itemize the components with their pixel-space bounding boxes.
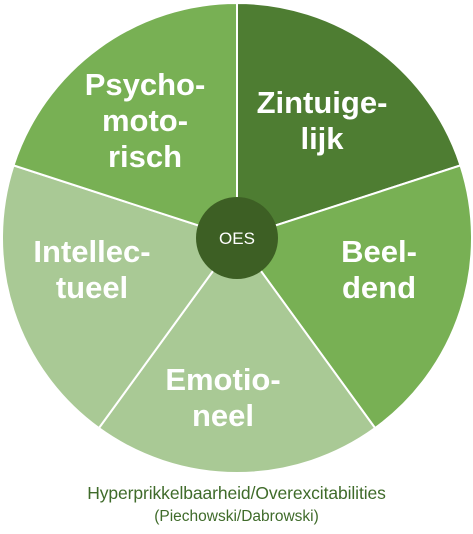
label-psychomotorisch-line: risch (108, 139, 182, 174)
label-emotioneel-line: Emotio- (165, 362, 280, 397)
label-intellectueel-line: Intellec- (33, 234, 150, 269)
label-zintuigelijk-line: Zintuige- (257, 85, 388, 120)
label-emotioneel-line: neel (192, 398, 254, 433)
label-intellectueel-line: tueel (56, 270, 128, 305)
wheel-labels: Zintuige-lijkBeel-dendEmotio-neelIntelle… (33, 67, 416, 433)
label-beeldend-line: Beel- (341, 234, 417, 269)
label-psychomotorisch-line: Psycho- (85, 67, 206, 102)
label-zintuigelijk-line: lijk (300, 121, 344, 156)
center-circle (196, 197, 278, 279)
label-psychomotorisch-line: moto- (102, 103, 188, 138)
segment-beeldend (235, 164, 473, 430)
label-intellectueel: Intellec-tueel (33, 234, 150, 305)
wheel-segments (0, 1, 473, 475)
segment-emotioneel (97, 236, 377, 475)
segment-intellectueel (0, 164, 239, 430)
segment-zintuigelijk (236, 1, 462, 240)
caption-subtitle: (Piechowski/Dabrowski) (154, 508, 319, 525)
label-zintuigelijk: Zintuige-lijk (257, 85, 388, 156)
label-psychomotorisch: Psycho-moto-risch (85, 67, 206, 174)
label-beeldend: Beel-dend (341, 234, 417, 305)
overexcitabilities-wheel: Zintuige-lijkBeel-dendEmotio-neelIntelle… (0, 1, 473, 475)
center-label: OES (219, 229, 255, 248)
segment-psychomotorisch (12, 1, 238, 240)
label-beeldend-line: dend (342, 270, 416, 305)
label-emotioneel: Emotio-neel (165, 362, 280, 433)
caption-title: Hyperprikkelbaarheid/Overexcitabilities (87, 483, 386, 503)
